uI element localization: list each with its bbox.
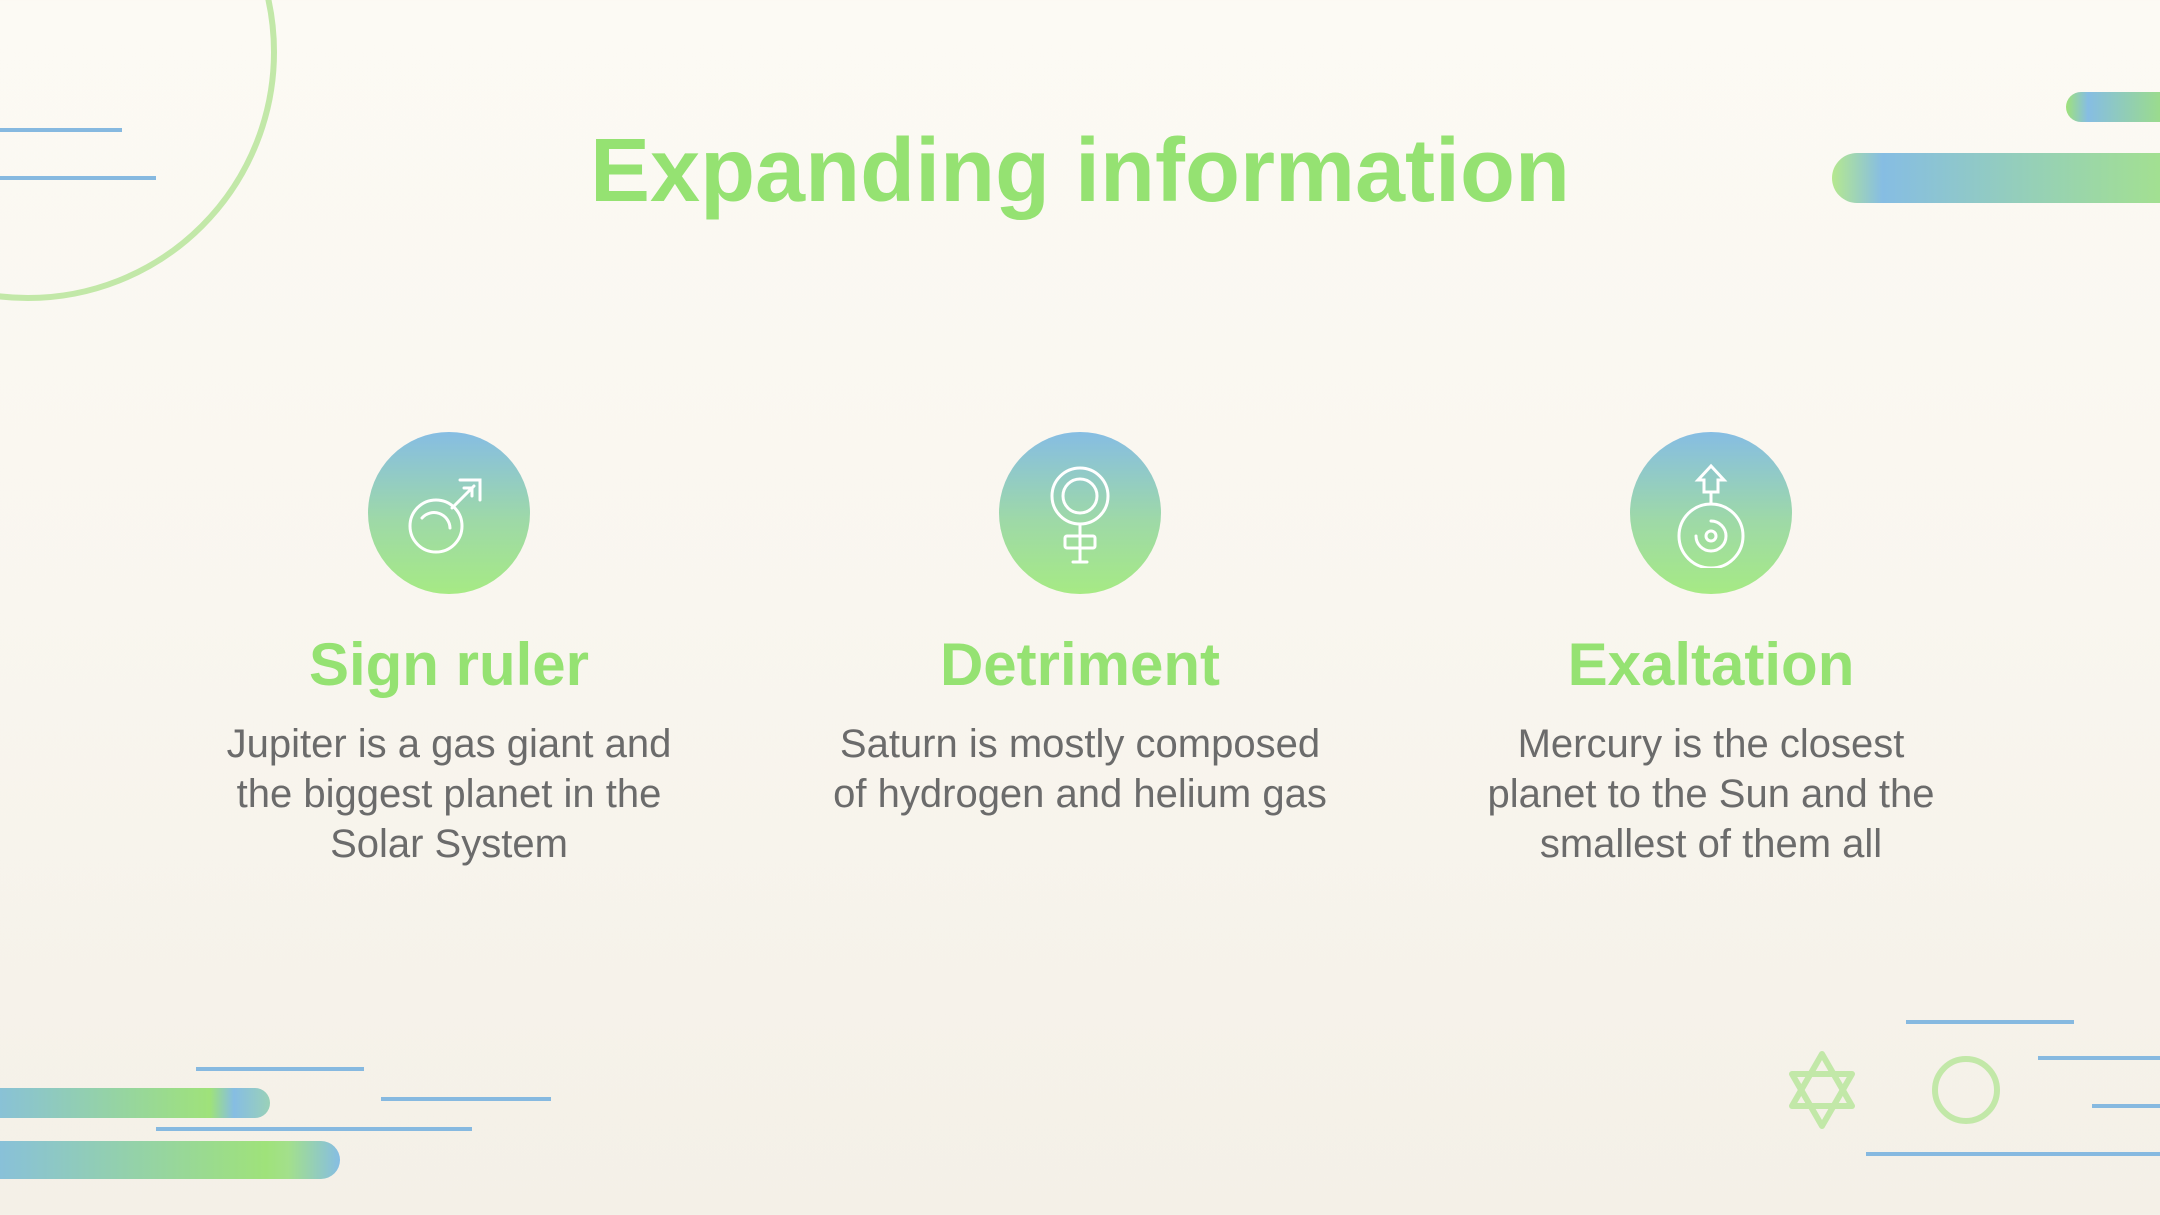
decorative-line xyxy=(1906,1020,2074,1024)
decorative-line xyxy=(0,176,156,180)
page-title: Expanding information xyxy=(590,121,1570,221)
mars-icon xyxy=(408,478,482,554)
decorative-pill xyxy=(0,1141,340,1179)
icon-badge xyxy=(368,432,530,594)
column-description: Jupiter is a gas giant and the biggest p… xyxy=(226,722,672,866)
star-icon xyxy=(1789,1051,1855,1129)
full-moon-icon xyxy=(1932,1056,2000,1124)
decorative-line xyxy=(2092,1104,2160,1108)
icon-badge xyxy=(999,432,1161,594)
icon-badge xyxy=(1630,432,1792,594)
column-heading: Exaltation xyxy=(1567,631,1855,698)
uranus-icon xyxy=(1677,463,1745,568)
decorative-pill xyxy=(0,1088,270,1118)
info-column-sign-ruler: Sign ruler Jupiter is a gas giant and th… xyxy=(149,432,749,869)
decorative-pill xyxy=(1832,153,2160,203)
crescent-moon-icon xyxy=(1884,1056,1918,1124)
decorative-line xyxy=(1866,1152,2160,1156)
info-column-exaltation: Exaltation Mercury is the closest planet… xyxy=(1411,432,2011,869)
info-column-detriment: Detriment Saturn is mostly composed of h… xyxy=(780,432,1380,819)
column-description: Mercury is the closest planet to the Sun… xyxy=(1487,722,1935,866)
decorative-arc xyxy=(0,0,277,301)
column-heading: Detriment xyxy=(939,631,1221,698)
venus-icon xyxy=(1050,466,1110,564)
decorative-line xyxy=(2038,1056,2160,1060)
decorative-line xyxy=(156,1127,472,1131)
column-heading: Sign ruler xyxy=(308,631,590,698)
decorative-pill xyxy=(2066,92,2160,122)
decorative-line xyxy=(381,1097,551,1101)
decorative-line xyxy=(196,1067,364,1071)
decorative-line xyxy=(0,128,122,132)
column-description: Saturn is mostly composed of hydrogen an… xyxy=(833,722,1327,816)
